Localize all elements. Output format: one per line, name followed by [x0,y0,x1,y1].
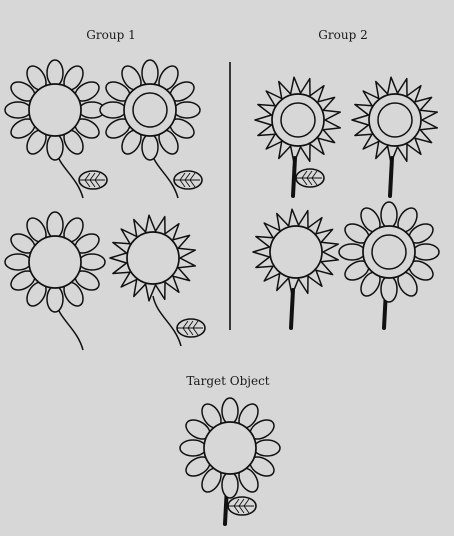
rounded-petals [4,211,106,313]
flowers-layer [4,59,440,526]
group-1-flower-4 [109,214,206,347]
group-2-flower-4 [338,201,440,330]
flower-center [368,93,422,147]
inner-ring [280,102,316,138]
group-2-flower-1 [254,76,342,198]
inner-ring [132,92,168,128]
leaf-icon [78,170,108,190]
stem [152,295,182,347]
leaf-icon [176,318,206,338]
flower-center [28,235,82,289]
inner-ring [371,234,407,270]
group-1-label: Group 1 [86,28,136,42]
spiky-petals [252,208,340,296]
group-1-flower-1 [4,59,108,199]
rounded-petals [179,397,281,499]
flower-center [271,93,325,147]
target-object-label: Target Object [186,374,270,388]
leaf-icon [227,496,257,516]
flower-center [269,225,323,279]
rounded-petals [338,201,440,303]
spiky-petals [109,214,197,302]
spiky-petals [254,76,342,164]
stem [291,156,297,198]
flower-center [203,421,257,475]
spiky-petals [351,76,439,164]
rounded-petals [99,59,201,161]
group-1-flower-2 [99,59,203,199]
group-2-flower-3 [252,208,340,330]
group-2-label: Group 2 [318,28,368,42]
stem [388,156,394,198]
stem [289,288,295,330]
group-2-flower-2 [351,76,439,198]
group-1-flower-3 [4,211,106,351]
target-flower [179,397,281,526]
flower-center [126,231,180,285]
flower-center [28,83,82,137]
inner-ring [377,102,413,138]
leaf-icon [295,168,325,188]
flower-center [123,83,177,137]
flower-center [362,225,416,279]
leaf-icon [173,170,203,190]
